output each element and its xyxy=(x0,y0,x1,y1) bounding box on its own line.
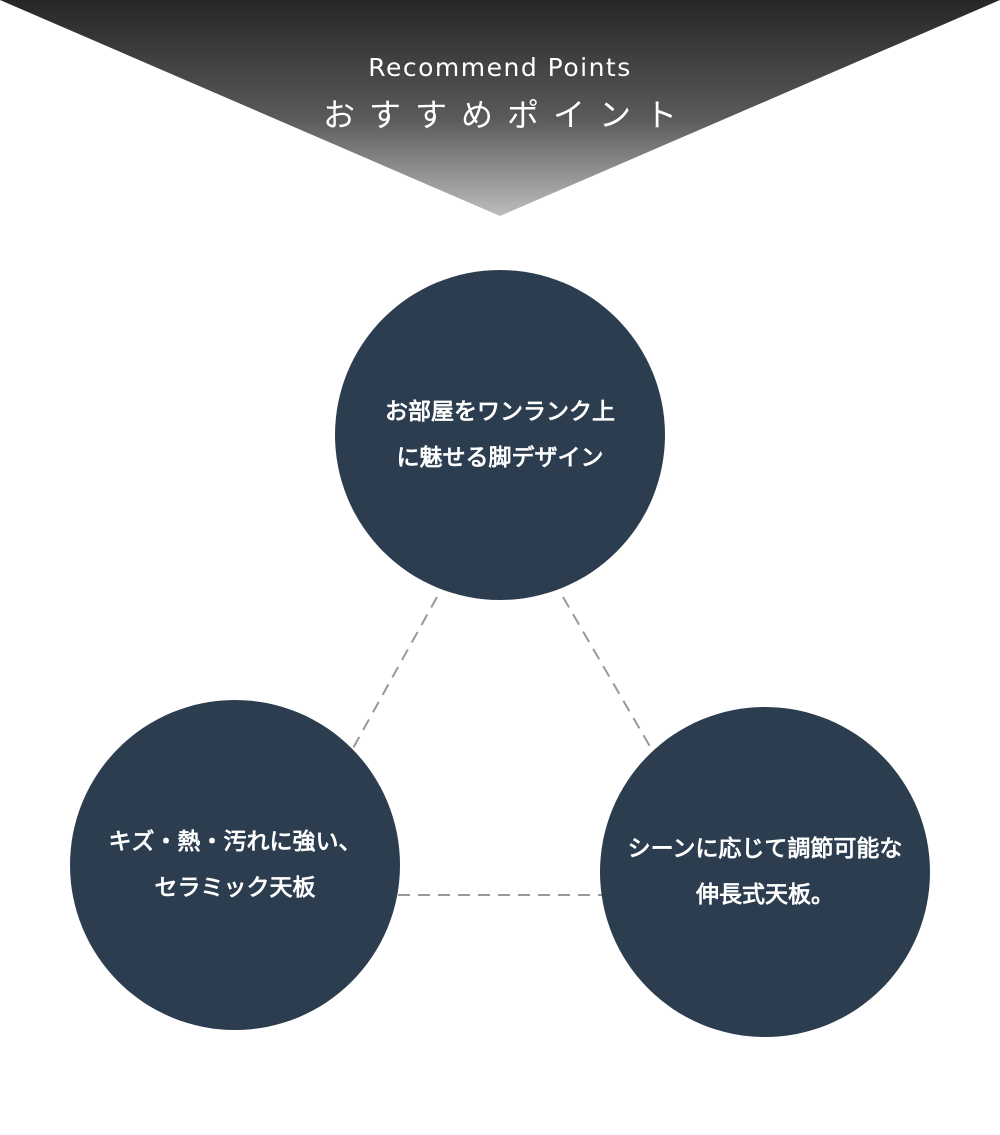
point-line: キズ・熱・汚れに強い、 xyxy=(108,829,362,855)
point-line: シーンに応じて調節可能な xyxy=(627,836,903,862)
connector-top-left xyxy=(351,596,438,751)
point-text-extendable: シーンに応じて調節可能な 伸長式天板。 xyxy=(628,826,903,918)
point-line: お部屋をワンランク上 xyxy=(385,399,615,425)
point-line: 伸長式天板。 xyxy=(695,882,834,908)
header-title-en: Recommend Points xyxy=(368,53,632,82)
banner-triangle xyxy=(0,0,1000,216)
header-title-jp: おすすめポイント xyxy=(322,96,691,134)
point-line: セラミック天板 xyxy=(154,875,316,901)
connector-top-right xyxy=(562,596,653,751)
header-banner: Recommend Points おすすめポイント xyxy=(0,0,1000,216)
point-circle-extendable: シーンに応じて調節可能な 伸長式天板。 xyxy=(600,707,930,1037)
point-line: に魅せる脚デザイン xyxy=(396,445,604,471)
point-circle-ceramic: キズ・熱・汚れに強い、 セラミック天板 xyxy=(70,700,400,1030)
point-text-design: お部屋をワンランク上 に魅せる脚デザイン xyxy=(385,389,615,481)
point-circle-design: お部屋をワンランク上 に魅せる脚デザイン xyxy=(335,270,665,600)
point-text-ceramic: キズ・熱・汚れに強い、 セラミック天板 xyxy=(109,819,362,911)
